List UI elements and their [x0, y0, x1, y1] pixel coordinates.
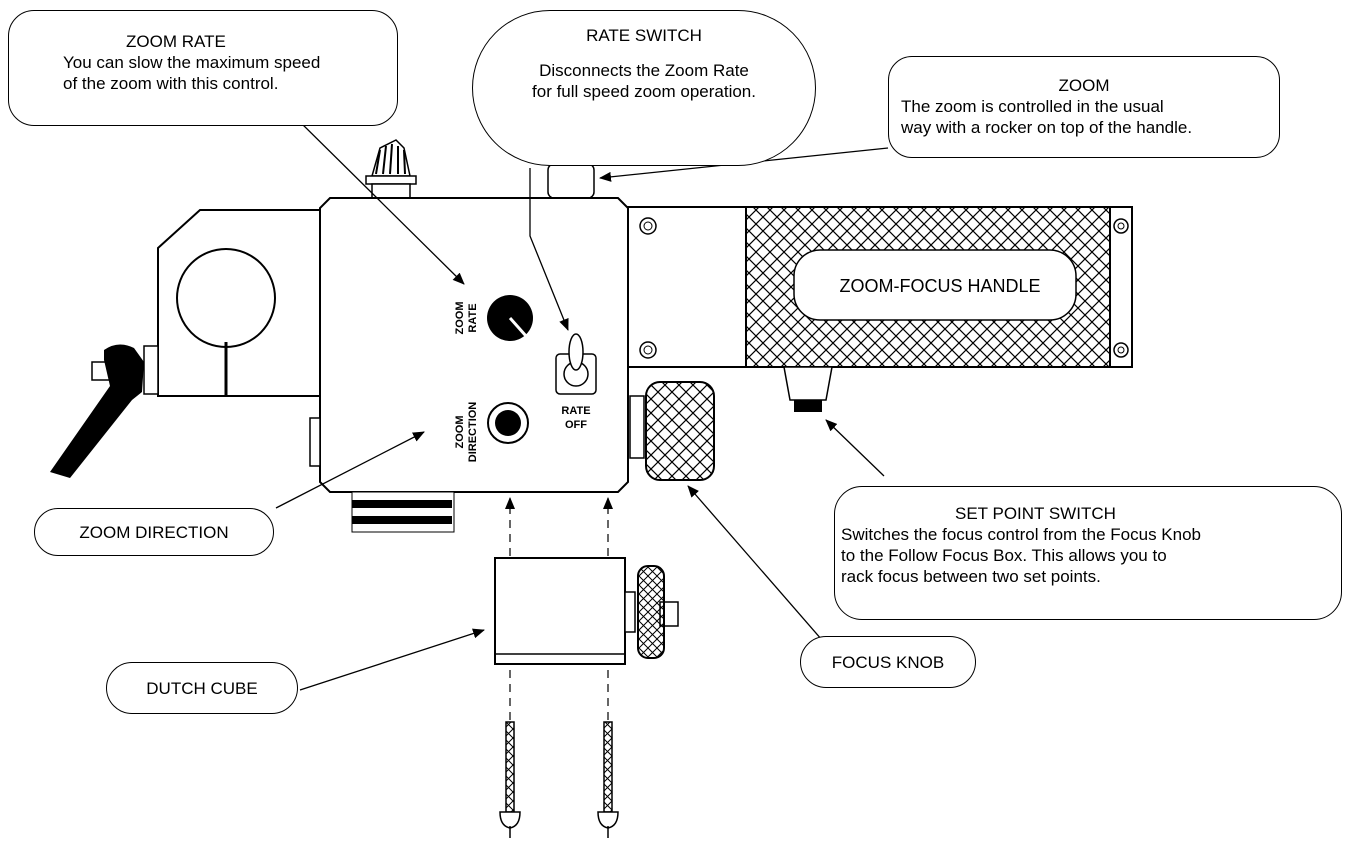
screw-right [597, 721, 619, 838]
panel-label-zoom-rate-2: RATE [467, 303, 479, 332]
callout-set-point-line2: to the Follow Focus Box. This allows you… [841, 546, 1167, 565]
handle-label: ZOOM-FOCUS HANDLE [839, 276, 1040, 296]
arrow-zoom-rate [295, 117, 465, 285]
panel-label-off: OFF [565, 419, 587, 431]
callout-zoom-rate-title: ZOOM RATE [126, 32, 226, 51]
zoom-rocker [547, 163, 595, 199]
bottom-mount [351, 491, 455, 533]
callout-dutch-cube-title: DUTCH CUBE [146, 678, 258, 698]
callout-zoom-line2: way with a rocker on top of the handle. [901, 118, 1193, 137]
callout-rate-switch-title: RATE SWITCH [586, 26, 702, 45]
set-point-switch [783, 366, 833, 412]
dutch-cube [494, 557, 679, 665]
top-knob [365, 139, 417, 199]
panel-label-zoom-direction-2: DIRECTION [467, 402, 479, 463]
callout-rate-switch-line2: for full speed zoom operation. [532, 82, 756, 101]
callout-zoom-title: ZOOM [1058, 76, 1110, 95]
assembly-guides [505, 497, 613, 720]
callout-zoom-rate-line2: of the zoom with this control. [63, 74, 279, 93]
panel-label-zoom-direction: ZOOM [454, 416, 466, 449]
callout-focus-knob: FOCUS KNOB [800, 636, 976, 688]
arrow-set-point [825, 419, 885, 477]
callout-rate-switch-line1: Disconnects the Zoom Rate [539, 61, 749, 80]
main-housing [319, 197, 629, 493]
callout-zoom-rate: ZOOM RATE You can slow the maximum speed… [8, 10, 398, 126]
focus-knob [629, 381, 715, 481]
arrow-zoom-direction [275, 431, 425, 509]
handle-block [627, 206, 747, 368]
leader-lines [275, 117, 889, 691]
zoom-focus-handle: ZOOM-FOCUS HANDLE [745, 206, 1133, 368]
callout-zoom-direction-title: ZOOM DIRECTION [79, 522, 229, 542]
callout-dutch-cube: DUTCH CUBE [106, 662, 298, 714]
callout-zoom: ZOOM The zoom is controlled in the usual… [888, 56, 1280, 158]
callout-set-point-line1: Switches the focus control from the Focu… [841, 525, 1202, 544]
callout-focus-knob-title: FOCUS KNOB [831, 652, 945, 672]
zoom-rate-knob [487, 295, 533, 341]
arrow-rate-switch [529, 168, 569, 331]
arrow-dutch-cube [299, 628, 485, 691]
callout-zoom-direction: ZOOM DIRECTION [34, 508, 274, 556]
callout-zoom-rate-line1: You can slow the maximum speed [63, 53, 321, 72]
panel-label-zoom-rate: ZOOM [454, 302, 466, 335]
rate-toggle-switch [555, 333, 597, 395]
callout-zoom-line1: The zoom is controlled in the usual [901, 97, 1164, 116]
callout-set-point-title: SET POINT SWITCH [955, 504, 1116, 523]
clamp-body [143, 209, 321, 397]
panel-label-rate: RATE [561, 405, 590, 417]
clamp-lever [50, 344, 144, 478]
callout-set-point-switch: SET POINT SWITCH Switches the focus cont… [834, 486, 1342, 620]
callout-set-point-line3: rack focus between two set points. [841, 567, 1101, 586]
zoom-direction-jack [487, 402, 529, 444]
screw-left [499, 721, 521, 838]
callout-rate-switch: RATE SWITCH Disconnects the Zoom Rate fo… [472, 10, 816, 166]
arrow-focus-knob [687, 485, 823, 641]
